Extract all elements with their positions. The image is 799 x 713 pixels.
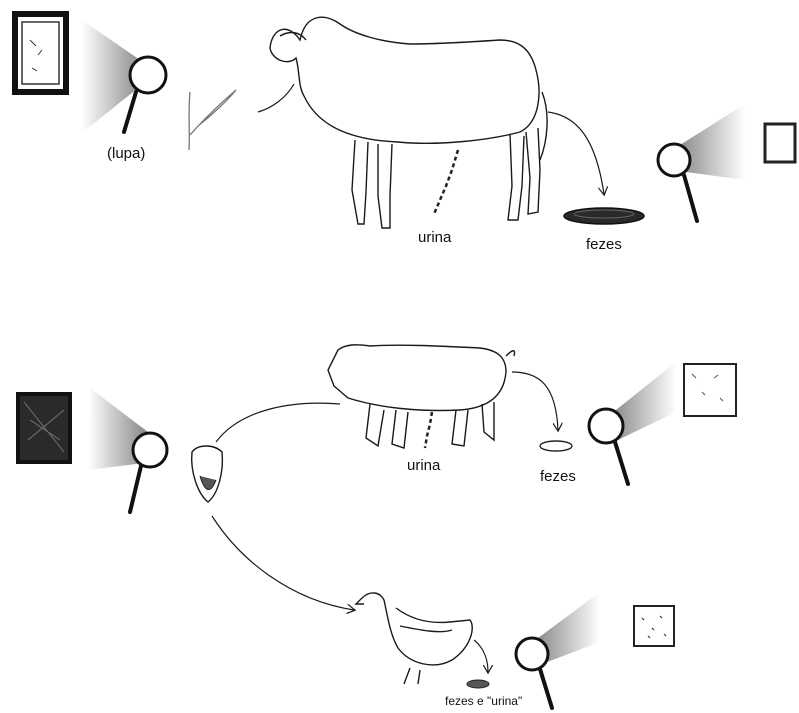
magnifier-beam-left-top bbox=[82, 20, 148, 133]
slide-right-top bbox=[763, 122, 797, 164]
pig-drawing bbox=[327, 344, 516, 449]
magnifier-icon-right-middle bbox=[587, 407, 630, 486]
grass-blade-icon bbox=[188, 89, 237, 151]
slide-left-middle bbox=[16, 392, 72, 464]
urine-stream-pig bbox=[423, 411, 434, 449]
arrow-grass-to-sheep bbox=[257, 83, 295, 113]
arrow-corn-to-chicken bbox=[211, 515, 354, 610]
slide-left-top bbox=[12, 11, 69, 95]
sheep-drawing bbox=[269, 16, 548, 229]
magnifier-icon-right-bottom bbox=[514, 636, 554, 710]
chicken-drawing bbox=[354, 592, 473, 685]
label-fezes-chicken: fezes e "urina" bbox=[445, 694, 523, 708]
corn-icon bbox=[191, 445, 224, 503]
feces-sheep bbox=[563, 207, 645, 225]
arrow-sheep-to-feces bbox=[547, 111, 604, 194]
label-urina-sheep: urina bbox=[418, 229, 452, 246]
label-fezes-sheep: fezes bbox=[586, 236, 622, 253]
magnifier-icon-right-top bbox=[656, 142, 699, 223]
label-lupa: (lupa) bbox=[107, 145, 146, 162]
arrow-chicken-to-feces bbox=[473, 639, 488, 672]
magnifier-icon-left-top bbox=[122, 55, 168, 134]
arrow-corn-to-pig bbox=[215, 402, 341, 443]
slide-right-middle bbox=[683, 363, 737, 417]
feces-chicken bbox=[466, 679, 490, 689]
magnifier-icon-left-middle bbox=[128, 431, 169, 514]
arrow-pig-to-feces bbox=[511, 371, 558, 430]
urine-stream-sheep bbox=[432, 149, 460, 215]
label-fezes-pig: fezes bbox=[540, 468, 576, 485]
label-urina-pig: urina bbox=[407, 457, 441, 474]
feces-pig bbox=[539, 440, 573, 452]
slide-right-bottom bbox=[633, 605, 675, 647]
